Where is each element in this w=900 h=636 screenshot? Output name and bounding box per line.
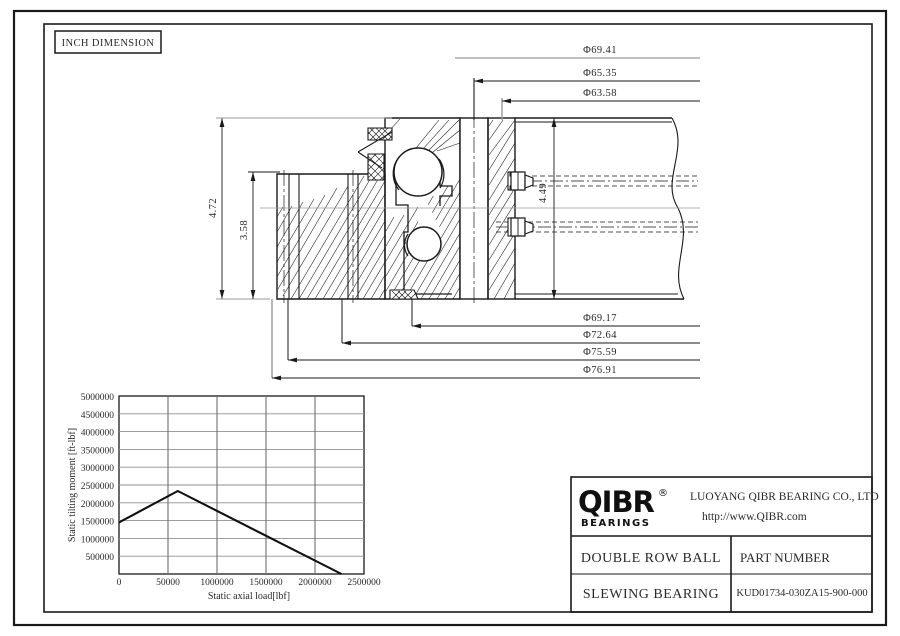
- bearing-cross-section: [260, 112, 700, 305]
- seal-lower: [389, 289, 419, 300]
- chart-xlabel: Static axial load[lbf]: [208, 591, 290, 602]
- note-box-label: INCH DIMENSION: [62, 38, 155, 49]
- dimlabel-76-91: Φ76.91: [583, 365, 617, 376]
- part-number-value: KUD01734-030ZA15-900-000: [736, 588, 867, 599]
- vertical-dimensions: 4.72 3.58 4.49: [208, 117, 557, 300]
- dimlabel-72-64: Φ72.64: [583, 330, 617, 341]
- sheet-outer-border: [12, 9, 888, 627]
- title-block: QIBR ® BEARINGS LUOYANG QIBR BEARING CO.…: [570, 476, 879, 613]
- product-line-1: DOUBLE ROW BALL: [581, 551, 721, 566]
- break-line-upper: [671, 117, 679, 209]
- arrow-4-49-bot: [551, 290, 557, 299]
- upper-ball: [393, 147, 443, 197]
- seal-lip-upper: [357, 131, 393, 169]
- fastener-upper: [507, 171, 698, 191]
- ytick-500000: 500000: [86, 553, 115, 563]
- chart-series-line: [118, 489, 342, 575]
- arrow-69-17: [412, 323, 421, 329]
- lower-ball: [406, 226, 442, 262]
- arrow-76-91: [272, 375, 281, 381]
- dimlabel-75-59: Φ75.59: [583, 347, 617, 358]
- arrow-4-72-bot: [219, 290, 225, 299]
- arrow-65-35: [474, 78, 483, 84]
- chart-vgrid: [167, 396, 316, 574]
- ytick-2500000: 2500000: [81, 482, 115, 492]
- ytick-4000000: 4000000: [81, 429, 115, 439]
- chart-xtick-labels: 0 50000 1000000 1500000 2000000 2500000: [117, 578, 381, 588]
- ytick-3500000: 3500000: [81, 446, 115, 456]
- chart-ytick-labels: 5000000 4500000 4000000 3500000 3000000 …: [81, 393, 115, 563]
- ytick-2000000: 2000000: [81, 500, 115, 510]
- xtick-0: 0: [117, 578, 122, 588]
- company-website: http://www.QIBR.com: [702, 511, 807, 523]
- lower-raceway-arc: [403, 233, 409, 257]
- chart-ylabel: Static tilting moment [ft-lbf]: [67, 428, 78, 542]
- dimlabel-69-41: Φ69.41: [583, 45, 617, 56]
- ytick-4500000: 4500000: [81, 411, 115, 421]
- top-dimensions: Φ69.41 Φ65.35 Φ63.58: [455, 45, 700, 120]
- right-ring-block: [487, 117, 516, 300]
- dimlabel-3-58: 3.58: [239, 220, 250, 240]
- dimlabel-4-49: 4.49: [538, 183, 549, 203]
- dimlabel-65-35: Φ65.35: [583, 68, 617, 79]
- ytick-1000000: 1000000: [81, 535, 115, 545]
- part-number-header: PART NUMBER: [740, 550, 830, 565]
- hatch-right-ring: [488, 119, 516, 300]
- arrow-63-58: [502, 98, 511, 104]
- title-block-frame: [570, 476, 873, 613]
- arrow-75-59: [288, 357, 297, 363]
- logo-subtext: BEARINGS: [581, 518, 650, 529]
- ytick-1500000: 1500000: [81, 518, 115, 528]
- outer-ring-body: [276, 173, 386, 300]
- dimlabel-63-58: Φ63.58: [583, 88, 617, 99]
- product-line-2: SLEWING BEARING: [583, 587, 719, 602]
- xtick-1500000: 1500000: [249, 578, 283, 588]
- sheet-inner-border: [43, 23, 873, 613]
- xtick-2000000: 2000000: [298, 578, 332, 588]
- arrow-3-58-top: [250, 172, 256, 181]
- dimlabel-4-72: 4.72: [208, 198, 219, 218]
- upper-raceway-arc-right: [438, 158, 445, 189]
- xtick-50000: 50000: [156, 578, 180, 588]
- logo-text: QIBR: [578, 485, 655, 519]
- dimlabel-69-17: Φ69.17: [583, 313, 617, 324]
- load-capacity-chart: 5000000 4500000 4000000 3500000 3000000 …: [67, 393, 381, 602]
- seal-upper-inner: [367, 153, 385, 181]
- company-name: LUOYANG QIBR BEARING CO., LTD: [690, 491, 879, 503]
- arrow-4-49-top: [551, 118, 557, 127]
- break-line-lower: [677, 207, 685, 300]
- ytick-5000000: 5000000: [81, 393, 115, 403]
- ytick-3000000: 3000000: [81, 464, 115, 474]
- fastener-lower: [496, 217, 698, 237]
- arrow-4-72-top: [219, 118, 225, 127]
- logo-registered-icon: ®: [658, 488, 668, 499]
- arrow-72-64: [342, 340, 351, 346]
- hatch-left-ring: [276, 175, 386, 300]
- xtick-1000000: 1000000: [200, 578, 234, 588]
- upper-raceway-arc: [392, 159, 400, 191]
- bottom-dimensions: Φ69.17 Φ72.64 Φ75.59 Φ76.91: [271, 299, 700, 381]
- note-box: [54, 30, 162, 54]
- chart-hgrid: [119, 413, 364, 557]
- xtick-2500000: 2500000: [347, 578, 381, 588]
- arrow-3-58-bot: [250, 290, 256, 299]
